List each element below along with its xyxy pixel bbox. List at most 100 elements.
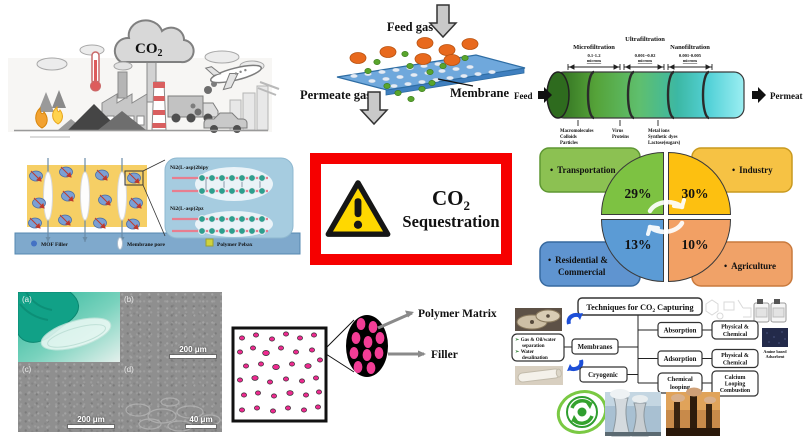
svg-text:Membranes: Membranes <box>578 344 613 351</box>
retained-2-line2: Proteins <box>612 135 629 140</box>
svg-text:Cryogenic: Cryogenic <box>588 372 618 379</box>
permeate-label: Permeat <box>770 91 802 101</box>
feed-label: Feed <box>514 91 533 101</box>
agriculture-value: 10% <box>682 237 709 252</box>
connector-lines <box>564 315 712 384</box>
permeate-arrow-icon <box>752 87 766 103</box>
svg-text:Chemical: Chemical <box>723 332 748 338</box>
membrane-gas-separation-diagram: Feed gas <box>280 0 530 145</box>
svg-text:Chemical: Chemical <box>723 361 748 367</box>
membrane-pore-swatch <box>117 237 123 250</box>
svg-text:Looping: Looping <box>725 382 746 388</box>
mof-filler-particles <box>28 166 143 230</box>
permeate-gas-label: Permeate gas <box>300 88 371 102</box>
membrane-discs-photo <box>515 308 562 331</box>
flowchart-scene: Techniques for CO2 Capturing <box>511 297 788 437</box>
mof-chain-rows <box>172 174 268 235</box>
transportation-value: 29% <box>625 186 652 201</box>
membrane-pore-channels <box>43 158 127 242</box>
membrane-uses-box: ➢Gas & Oil/water separation ➢Water desal… <box>511 333 565 362</box>
permeating-gas-molecules <box>364 51 469 102</box>
svg-text:Physical &: Physical & <box>721 353 749 359</box>
polymer-matrix-label: Polymer Matrix <box>418 308 497 320</box>
mixed-matrix-membrane-schematic: Polymer Matrix Filler <box>228 298 503 430</box>
retained-1-line2: Colloids <box>560 135 577 140</box>
thermometer-icon <box>90 51 101 92</box>
sign-co2-line: CO2 <box>431 186 470 214</box>
burning-trees <box>35 90 66 129</box>
zoom-line-bottom <box>325 353 355 373</box>
absorption-box: Absorption <box>657 321 703 339</box>
sem-panel-a: (a) <box>18 292 120 362</box>
co2-cloud: CO2 <box>113 19 195 103</box>
retained-3-line3: Lactose(sugars) <box>648 141 681 146</box>
inset-top-label: Ni2(L-asp)2bipy <box>170 164 209 171</box>
magnifier-line-top <box>142 159 166 172</box>
membrane-film <box>40 317 112 351</box>
legend-items: MOF Filler Membrane pore Polymer Pebax <box>31 237 253 250</box>
gas-separation-scene: Feed gas <box>300 4 526 126</box>
panel-b-scalebar: 200 μm <box>170 345 216 358</box>
tubular-membrane-photo <box>515 366 563 385</box>
adsorption-box: Adsorption <box>657 350 703 367</box>
retained-1-line3: Particles <box>560 141 578 146</box>
nano-range: 0.001-0.005 <box>679 53 702 58</box>
feed-down-arrow-icon <box>428 4 458 39</box>
striped-smokestack <box>151 81 167 131</box>
filtration-cylinder <box>546 70 745 120</box>
svg-text:Commercial: Commercial <box>558 267 606 277</box>
svg-text:•Industry: •Industry <box>732 165 773 175</box>
pie-scene: •Transportation •Industry •Residential &… <box>539 147 793 287</box>
retained-gas-molecules <box>349 37 479 66</box>
absorption-type-box: Physical & Chemical <box>711 320 759 340</box>
micro-unit: microns <box>587 58 602 63</box>
filler-zoom-particles <box>349 318 385 374</box>
inset-oval-top <box>195 167 273 201</box>
svg-text:•Transportation: •Transportation <box>550 165 616 175</box>
pie-slice-agriculture <box>668 219 732 283</box>
mof-structure-inset: Ni2(L-asp)2bipy Ni2(L-asp)2pz <box>164 157 294 239</box>
sem-panel-d: (d) 40 μm <box>120 362 222 432</box>
svg-text:•Residential &: •Residential & <box>548 255 608 265</box>
svg-text:Adsorption: Adsorption <box>664 356 697 363</box>
mmm-scene: Polymer Matrix Filler <box>231 308 497 423</box>
adsorbent-caption-1: Amine based <box>763 349 787 354</box>
filtration-spectrum-diagram: Microfiltration Ultrafiltration Nanofilt… <box>512 18 804 148</box>
permeate-down-arrow-icon <box>359 91 389 126</box>
panel-c-scalebar: 200 μm <box>68 415 114 428</box>
polymer-pebax-legend-label: Polymer Pebax <box>217 242 253 248</box>
co2-sequestration-sign: CO2 Sequestration <box>310 153 512 265</box>
filler-dots <box>237 331 323 414</box>
svg-text:Absorption: Absorption <box>664 328 697 335</box>
ultrafiltration-label: Ultrafiltration <box>625 36 665 43</box>
membrane-photo <box>18 292 120 362</box>
svg-text:desalination: desalination <box>522 356 548 361</box>
panel-d-tag: (d) <box>124 365 134 374</box>
panel-b-tag: (b) <box>124 295 134 304</box>
title-box: Techniques for CO2 Capturing <box>577 297 703 316</box>
emissions-scene: CO2 <box>8 19 280 138</box>
adsorption-type-box: Physical & Chemical <box>711 348 759 369</box>
panel-c-tag: (c) <box>22 365 32 374</box>
range-span-arrows <box>567 64 713 70</box>
ring-3 <box>666 70 675 120</box>
svg-text:Chemical: Chemical <box>667 376 693 383</box>
retained-3-line1: Metal ions <box>648 129 670 134</box>
svg-text:Calcium: Calcium <box>725 375 746 381</box>
inset-bottom-label: Ni2(L-asp)2pz <box>170 205 204 212</box>
svg-text:Techniques for CO2 Capturing: Techniques for CO2 Capturing <box>586 303 694 314</box>
ring-4 <box>701 70 710 120</box>
cooling-towers-photo <box>605 389 661 437</box>
svg-text:•Agriculture: •Agriculture <box>724 261 776 271</box>
solvent-jugs-photo <box>753 299 787 323</box>
sign-text: CO2 Sequestration <box>402 187 499 230</box>
nano-unit: microns <box>683 58 698 63</box>
svg-text:➢Water: ➢Water <box>515 350 535 355</box>
ring-2 <box>626 70 635 120</box>
sign-sequestration-line: Sequestration <box>402 212 500 232</box>
smokestacks-photo <box>666 387 720 436</box>
diffusion-arrows <box>29 166 142 230</box>
membranes-box: Membranes <box>571 338 619 355</box>
mof-mixed-matrix-membrane-diagram: Ni2(L-asp)2bipy Ni2(L-asp)2pz <box>10 148 310 260</box>
